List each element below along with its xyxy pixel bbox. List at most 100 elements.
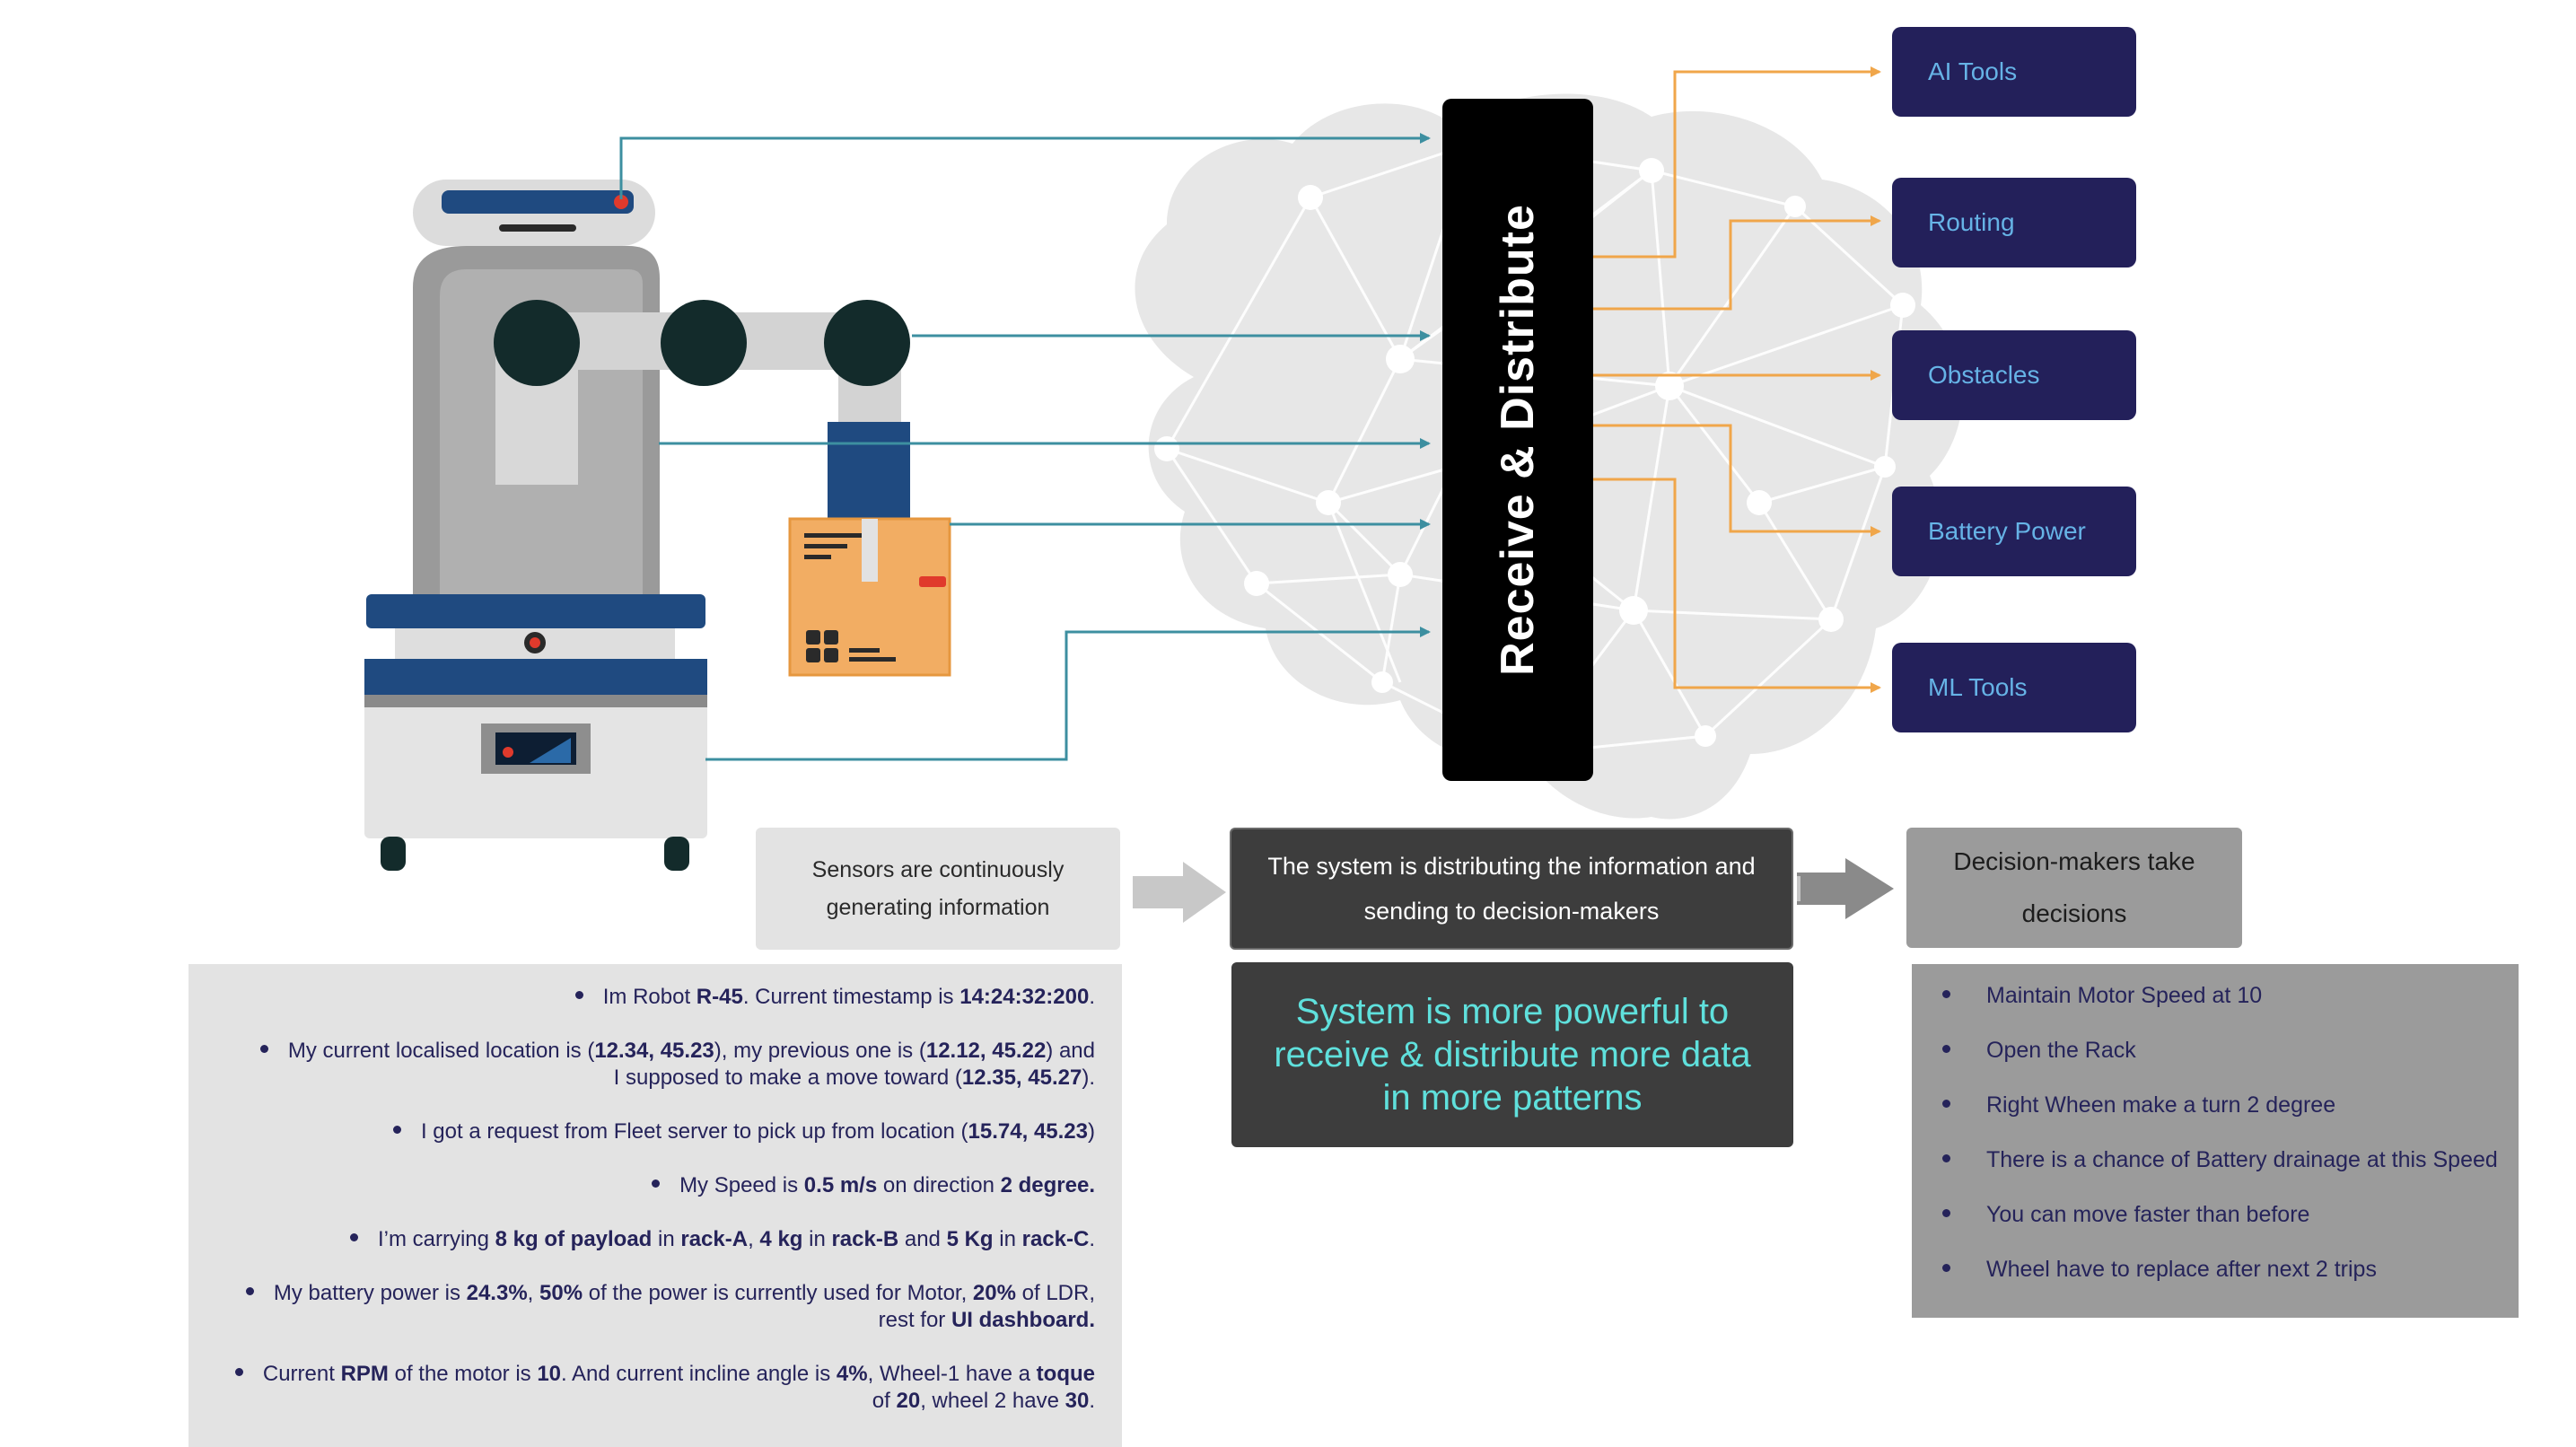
output-ai-tools: AI Tools [1892,27,2136,117]
decision-item: Right Wheen make a turn 2 degree [1942,1092,2501,1146]
flow-step-system-line2: sending to decision-makers [1363,898,1660,925]
sensor-message-text: in [802,1227,832,1251]
decision-text: Maintain Motor Speed at 10 [1986,983,2263,1008]
bullet-icon [1942,1044,1950,1053]
sensor-message-text: . [1089,985,1095,1009]
output-arrow-routing [1593,215,1881,311]
sensor-message-value: 2 degree. [1000,1173,1095,1197]
sensor-message-value: R-45 [696,985,743,1009]
sensor-message-value: 20 [896,1389,921,1413]
output-ai-tools-label: AI Tools [1928,57,2018,85]
output-battery-power-label: Battery Power [1928,517,2086,545]
decision-item: There is a chance of Battery drainage at… [1942,1146,2501,1201]
decision-item: Maintain Motor Speed at 10 [1942,982,2501,1037]
decision-item: You can move faster than before [1942,1201,2501,1256]
sensor-message-text: My Speed is [679,1173,804,1197]
sensor-message-text: ) [1088,1119,1095,1144]
bullet-icon [1942,1153,1950,1162]
flow-step-sensors-line2: generating information [826,895,1050,920]
sensor-message-item: I got a request from Fleet server to pic… [224,1118,1095,1145]
sensor-message-text: in [993,1227,1022,1251]
package-box-icon [788,517,951,677]
sensor-message-text: . And current incline angle is [561,1362,837,1386]
sensor-message-value: 20% [972,1281,1016,1305]
sensor-message-text: of LDR, [1015,1281,1095,1305]
flow-step-system-line1: The system is distributing the informati… [1267,853,1756,880]
sensor-message-value: RPM [340,1362,389,1386]
sensor-message-value: 4 kg [759,1227,803,1251]
highlight-line1: System is more powerful to [1295,992,1730,1031]
sensor-messages-list: Im Robot R-45. Current timestamp is 14:2… [188,964,1122,1415]
sensor-message-value: 4% [836,1362,868,1386]
decision-text: You can move faster than before [1986,1202,2310,1227]
bullet-icon [259,1045,268,1054]
sensor-message-value: 15.74, 45.23 [968,1119,1088,1144]
sensor-message-value: 5 Kg [946,1227,994,1251]
output-obstacles: Obstacles [1892,330,2136,420]
sensor-message-value: rack-B [831,1227,899,1251]
sensor-message-item: I’m carrying 8 kg of payload in rack-A, … [224,1226,1095,1253]
sensor-message-text: . Current timestamp is [742,985,960,1009]
sensor-message-text: . [1089,1227,1095,1251]
output-arrow-ai-tools [1593,66,1881,259]
bullet-icon [1942,989,1950,998]
sensor-message-text: of the motor is [388,1362,538,1386]
sensor-message-text: , [748,1227,760,1251]
sensor-message-text: Im Robot [602,985,697,1009]
decision-text: Right Wheen make a turn 2 degree [1986,1092,2336,1118]
robot-icon [364,180,951,871]
output-obstacles-label: Obstacles [1928,361,2040,389]
sensor-message-text: , Wheel-1 have a [867,1362,1037,1386]
flow-step-decision-makers-line2: decisions [2021,899,2127,927]
flow-arrow-2 [1797,858,1894,919]
output-arrows [1593,66,1881,693]
sensor-message-text: , wheel 2 have [920,1389,1065,1413]
sensor-message-value: 14:24:32:200 [959,985,1090,1009]
bullet-icon [652,1180,661,1188]
decision-text: Open the Rack [1986,1038,2136,1063]
sensor-messages-panel: Im Robot R-45. Current timestamp is 14:2… [188,964,1122,1447]
sensor-message-value: rack-A [680,1227,749,1251]
input-arrows [619,133,1431,761]
sensor-message-value: 0.5 m/s [803,1173,878,1197]
receive-distribute-label: Receive & Distribute [1492,204,1544,676]
sensor-message-value: 12.34, 45.23 [594,1039,714,1063]
output-arrow-battery [1593,424,1881,537]
flow-step-sensors-line1: Sensors are continuously [811,857,1065,882]
bullet-icon [1942,1099,1950,1108]
output-battery-power: Battery Power [1892,487,2136,576]
input-arrow-head-sensor [619,133,1431,199]
bullet-icon [392,1126,401,1135]
sensor-message-item: My battery power is 24.3%, 50% of the po… [224,1280,1095,1334]
output-routing-label: Routing [1928,208,2015,236]
bullet-icon [574,991,583,1000]
flow-step-system: The system is distributing the informati… [1230,828,1793,950]
bullet-icon [1942,1263,1950,1272]
sensor-message-text: I’m carrying [377,1227,495,1251]
sensor-message-text: I supposed to make a move toward ( [613,1066,962,1090]
sensor-message-text: of [872,1389,897,1413]
sensor-message-text: of the power is currently used for Motor… [583,1281,973,1305]
sensor-message-value: 12.35, 45.27 [961,1066,1082,1090]
input-arrow-base-sensor [705,627,1431,761]
flow-step-sensors: Sensors are continuously generating info… [756,828,1120,950]
sensor-message-text: in [652,1227,681,1251]
output-ml-tools-label: ML Tools [1928,673,2028,701]
sensor-message-item: My current localised location is (12.34,… [224,1038,1095,1092]
sensor-message-value: UI dashboard. [951,1308,1095,1332]
sensor-message-text: My battery power is [273,1281,467,1305]
receive-distribute-box [1442,99,1593,781]
sensor-message-text: I got a request from Fleet server to pic… [420,1119,968,1144]
sensor-message-value: 12.12, 45.22 [925,1039,1047,1063]
sensor-message-value: 30 [1065,1389,1090,1413]
sensor-message-value: 10 [537,1362,562,1386]
flow-arrow-1 [1133,862,1226,923]
highlight-box: System is more powerful to receive & dis… [1231,962,1793,1147]
decision-item: Open the Rack [1942,1037,2501,1092]
decision-item: Wheel have to replace after next 2 trips [1942,1256,2501,1311]
sensor-message-text: My current localised location is ( [287,1039,595,1063]
flow-step-decision-makers-line1: Decision-makers take [1953,847,2195,875]
sensor-message-value: 8 kg of payload [495,1227,653,1251]
